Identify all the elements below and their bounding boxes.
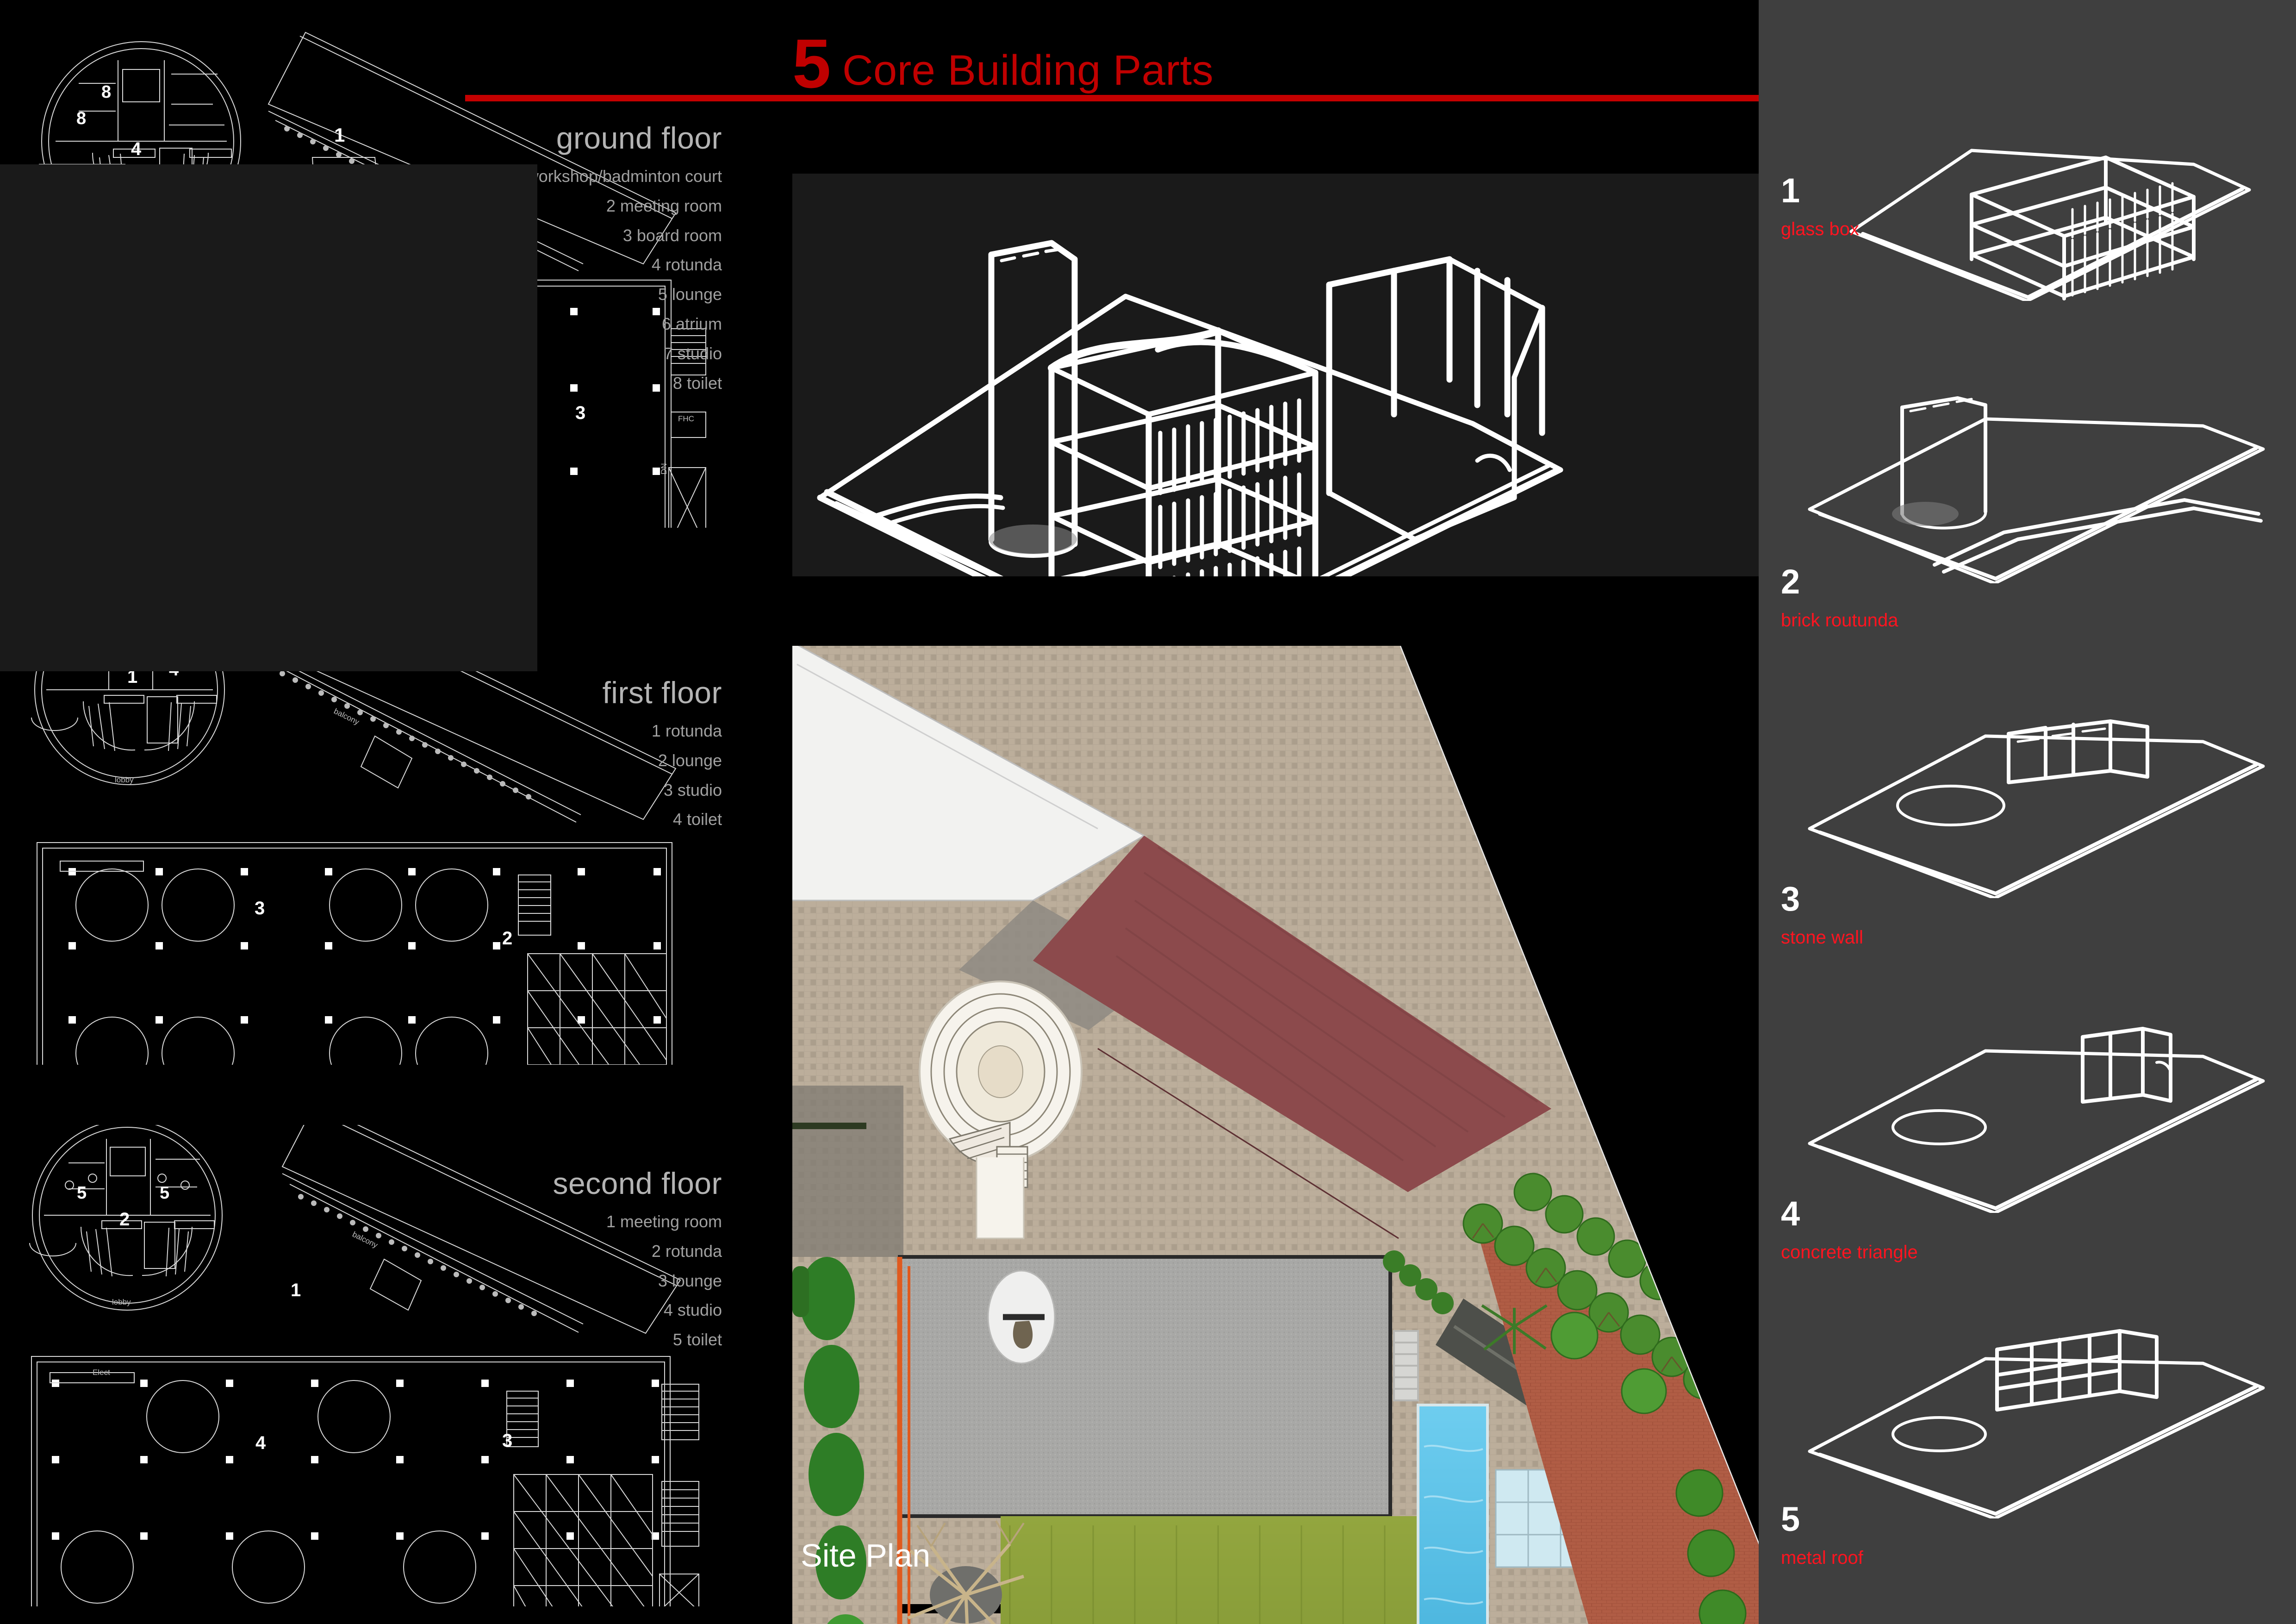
board-title-number: 5: [792, 25, 831, 102]
board-title-text: Core Building Parts: [842, 47, 1214, 94]
core-part-5-label: metal roof: [1781, 1548, 1863, 1568]
svg-text:FHC: FHC: [678, 414, 694, 423]
plan-room-tag: 1: [334, 124, 345, 146]
legend-item: 2 meeting room: [606, 196, 722, 215]
legend-item: 5 lounge: [658, 285, 722, 304]
plan-room-tag: 4: [255, 1433, 266, 1453]
plan-room-tag: 2: [502, 928, 513, 949]
plan-room-tag: 3: [575, 403, 586, 423]
core-part-2-number: 2: [1781, 562, 1800, 601]
core-part-4-number: 4: [1781, 1194, 1800, 1233]
plan-room-tag: 3: [502, 1430, 513, 1451]
site-plan-caption: Site Plan: [801, 1537, 931, 1574]
board-title: 5 Core Building Parts: [792, 25, 1755, 125]
legend-item: 2 rotunda: [651, 1241, 722, 1261]
core-part-1-number: 1: [1781, 171, 1800, 210]
plan-room-tag: 2: [119, 1209, 130, 1230]
plan-room-tag: 1: [291, 1280, 301, 1300]
legend-item: 4 toilet: [672, 810, 722, 829]
core-part-3: 3 stone wall: [1759, 690, 2296, 947]
ground-floor-legend: ground floor 1 workshop/badminton court …: [370, 120, 722, 404]
second-floor-title: second floor: [553, 1166, 722, 1200]
legend-item: 7 studio: [663, 344, 722, 363]
core-parts-panel-top: [1759, 0, 2296, 671]
svg-text:lobby: lobby: [112, 1298, 131, 1306]
legend-item: 2 lounge: [658, 750, 722, 770]
plan-room-tag: 4: [131, 139, 142, 159]
legend-item: 1 workshop/badminton court: [512, 167, 722, 186]
plan-room-tag: 5: [77, 1183, 87, 1203]
core-part-5-diagram: [1786, 1310, 2296, 1521]
legend-item: 8 toilet: [672, 373, 722, 393]
core-part-1-label: glass box: [1781, 219, 1859, 239]
legend-item: 3 lounge: [658, 1271, 722, 1290]
core-part-4-label: concrete triangle: [1781, 1242, 1918, 1262]
legend-item: 1 rotunda: [651, 721, 722, 740]
core-part-4: 4 concrete triangle: [1759, 1005, 2296, 1262]
plan-room-tag: 8: [76, 109, 87, 128]
core-part-2-diagram: [1786, 375, 2296, 586]
ground-floor-title: ground floor: [556, 121, 722, 155]
legend-item: 4 rotunda: [651, 255, 722, 275]
second-floor-legend: second floor 1 meeting room 2 rotunda 3 …: [370, 1166, 722, 1361]
second-floor-plan-drawing: lobby balcony Elect: [9, 1125, 717, 1606]
legend-item: 4 studio: [663, 1300, 722, 1320]
svg-text:DN: DN: [660, 463, 668, 475]
legend-item: 6 atrium: [661, 314, 722, 333]
plan-room-tag: 8: [101, 82, 112, 102]
core-parts-panel-top-inner: [0, 164, 537, 671]
core-part-5-number: 5: [1781, 1500, 1800, 1538]
plan-room-tag: 1: [127, 667, 138, 687]
first-floor-plan-drawing: lobby balcony: [9, 597, 717, 1065]
plan-room-tag: 3: [255, 898, 265, 918]
core-part-3-number: 3: [1781, 880, 1800, 918]
legend-item: 1 meeting room: [606, 1212, 722, 1231]
core-part-1: 1 glass box: [1759, 106, 2296, 329]
core-part-2-label: brick routunda: [1781, 610, 1898, 631]
svg-text:Elect: Elect: [93, 1368, 110, 1377]
svg-text:balcony: balcony: [332, 707, 361, 727]
core-part-3-label: stone wall: [1781, 927, 1863, 948]
first-floor-legend: first floor 1 rotunda 2 lounge 3 studio …: [370, 675, 722, 840]
legend-item: 3 board room: [622, 225, 722, 245]
core-part-4-diagram: [1786, 1005, 2296, 1215]
core-part-1-diagram: [1786, 106, 2296, 303]
core-part-5: 5 metal roof: [1759, 1310, 2296, 1567]
plan-room-tag: 5: [160, 1183, 170, 1203]
first-floor-title: first floor: [602, 675, 722, 710]
legend-item: 3 studio: [663, 780, 722, 800]
core-part-2: 2 brick routunda: [1759, 375, 2296, 630]
site-plan-panel: [792, 576, 1760, 1624]
svg-text:lobby: lobby: [115, 775, 134, 784]
core-part-3-diagram: [1786, 690, 2296, 900]
legend-item: 5 toilet: [672, 1330, 722, 1349]
